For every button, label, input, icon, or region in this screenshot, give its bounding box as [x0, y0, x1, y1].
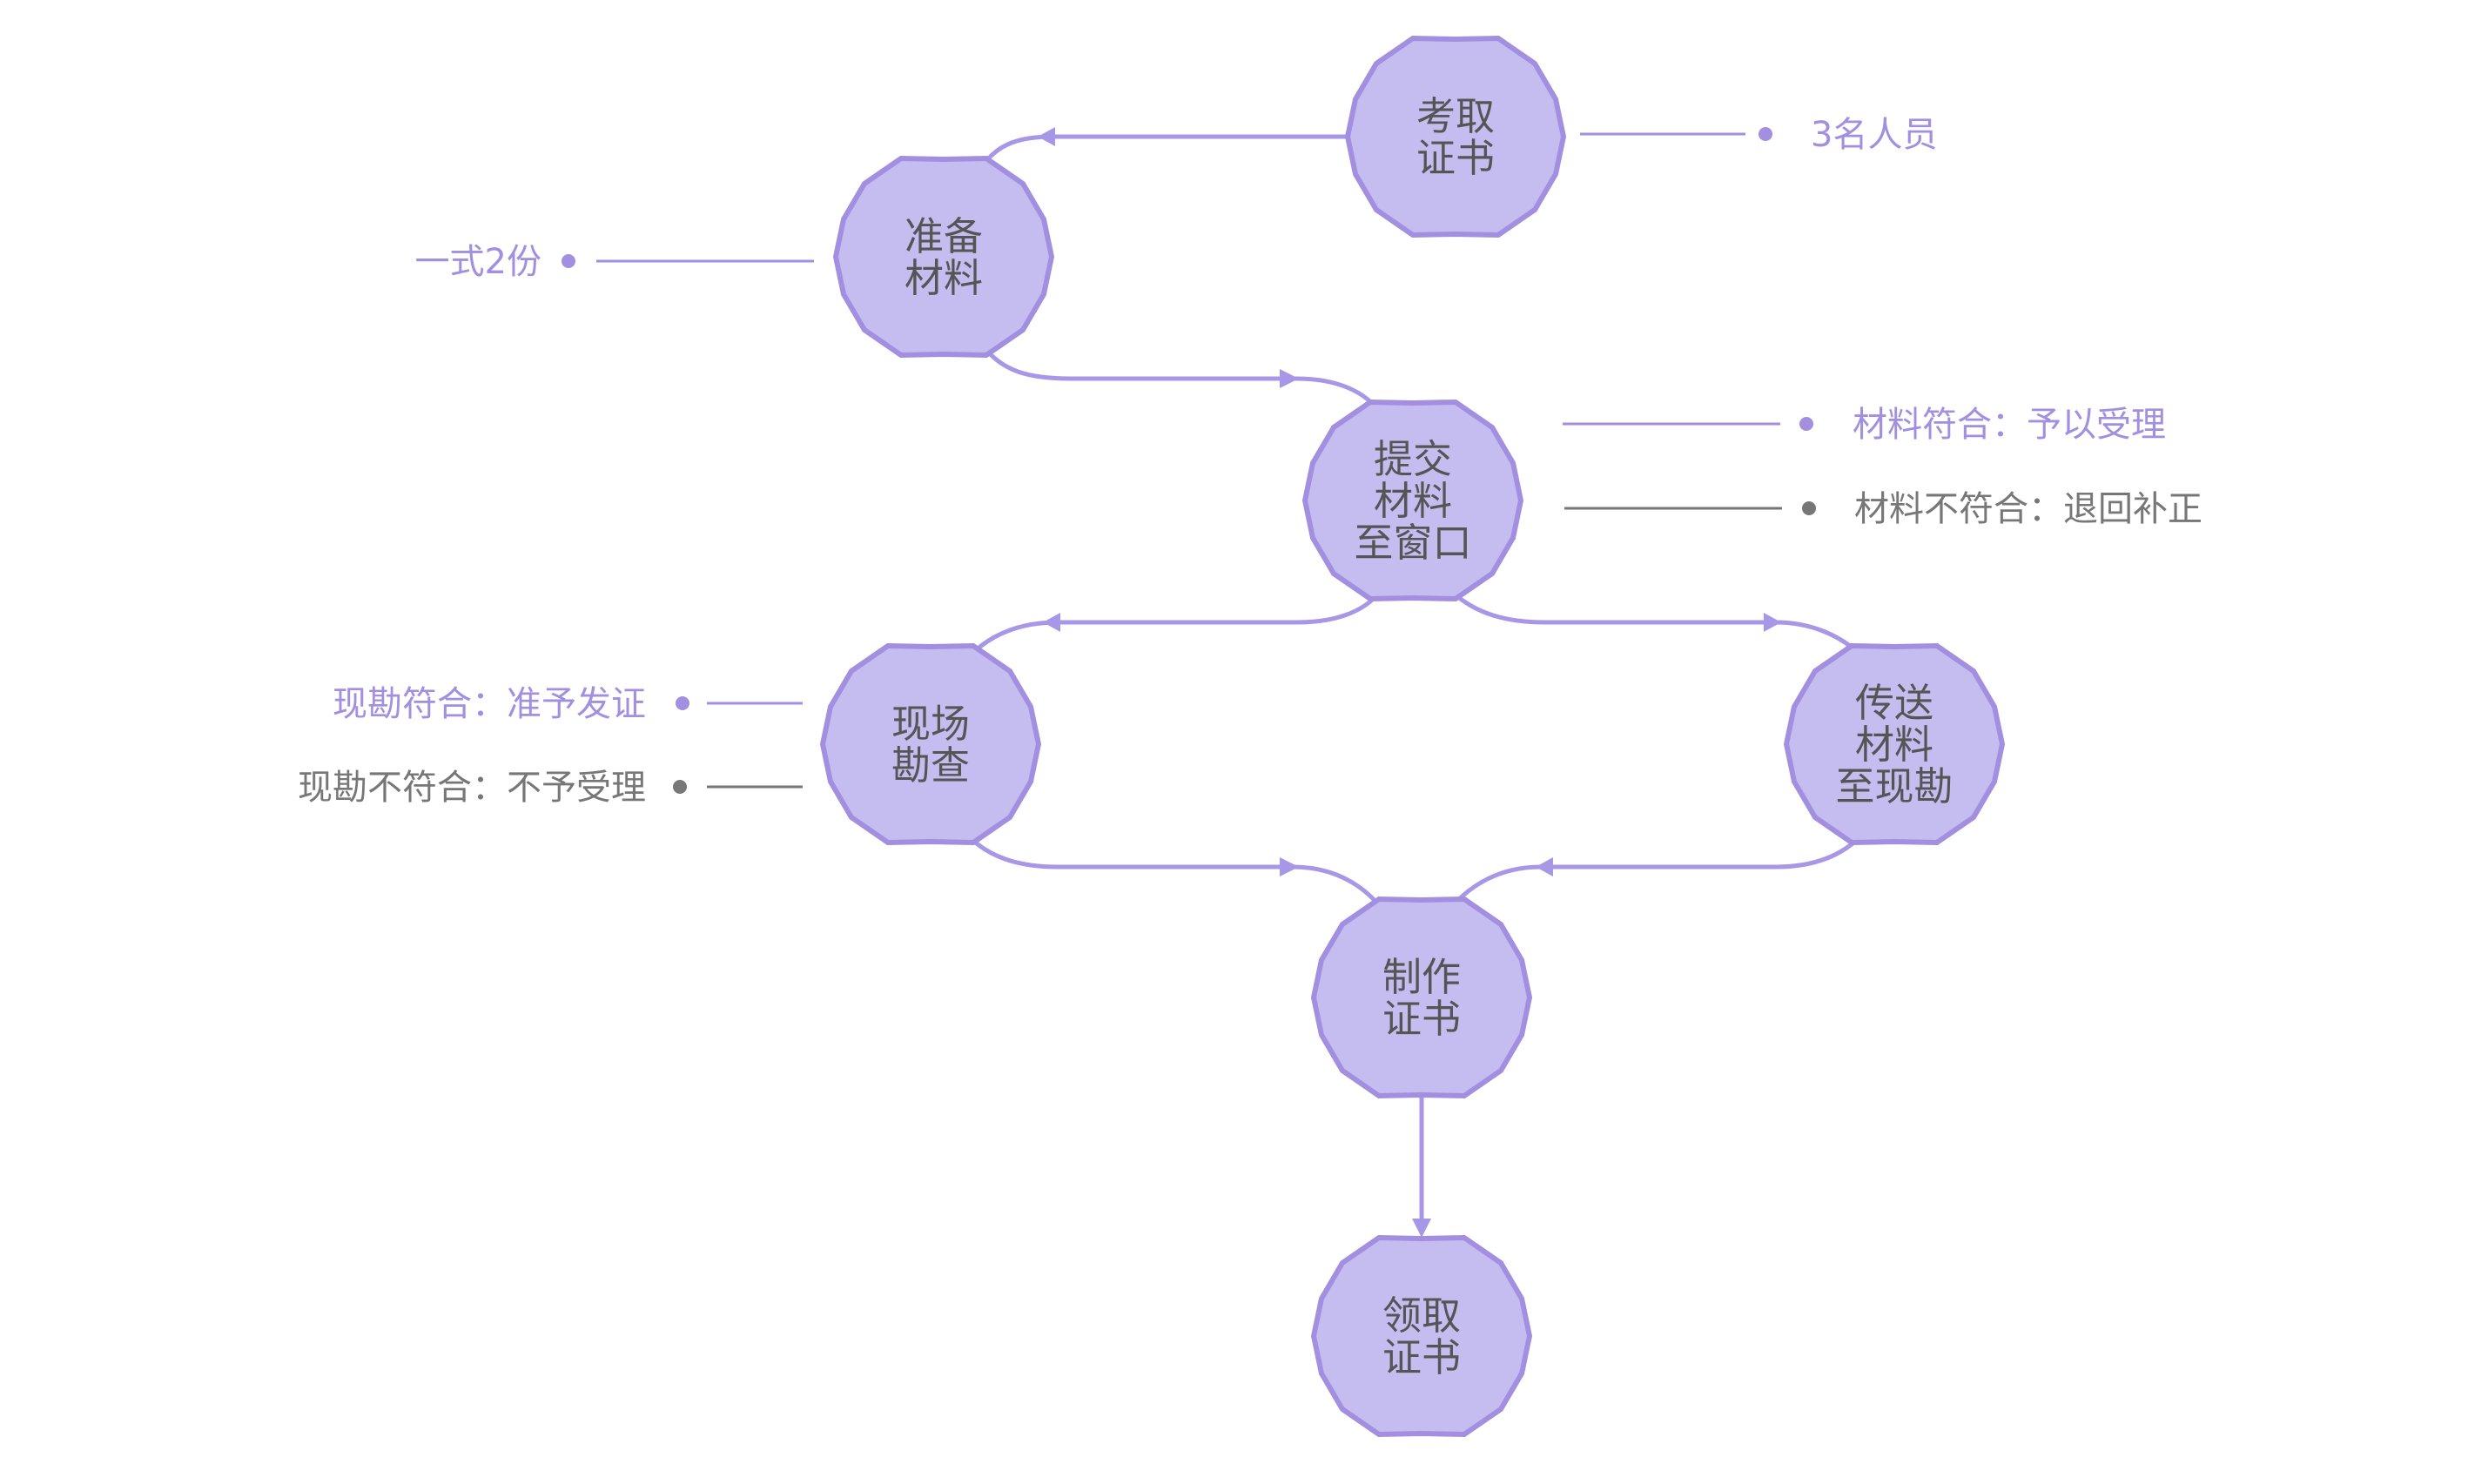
annotation-take-exam: 3名人员: [1811, 115, 1937, 155]
node-take-exam-line-1: 考取: [1416, 93, 1495, 139]
node-survey-line-2: 勘查: [891, 742, 970, 789]
arrow-transfer-in: [1764, 613, 1781, 632]
node-take-exam: 考取 证书: [1344, 35, 1567, 238]
node-transfer-shape: [1783, 642, 2006, 846]
edge-survey-to-produce: [965, 832, 1384, 911]
annotation-dot-prepare: [562, 254, 575, 268]
node-submit-line-2: 材料: [1374, 478, 1452, 524]
node-produce-line-2: 证书: [1382, 996, 1461, 1042]
arrow-collect-in: [1412, 1219, 1431, 1238]
node-produce: 制作 证书: [1310, 896, 1533, 1099]
node-prepare-shape: [832, 155, 1055, 359]
nodes: 考取 证书 准备 材料 提交 材料 至窗口 现场 勘查 传送 材料 至现勘: [819, 35, 2006, 1438]
arrow-produce-in-right: [1536, 857, 1553, 876]
node-survey: 现场 勘查: [819, 642, 1042, 846]
annotation-dot-take-exam: [1759, 127, 1772, 141]
node-collect: 领取 证书: [1310, 1234, 1533, 1438]
annotation-submit-bad: 材料不符合：退回补正: [1854, 489, 2202, 529]
node-transfer-line-2: 材料: [1855, 722, 1933, 768]
edge-take-exam-to-prepare: [978, 134, 1349, 171]
annotation-prepare: 一式2份: [415, 242, 541, 282]
edges: [965, 127, 1865, 1238]
node-survey-line-1: 现场: [891, 701, 970, 747]
node-prepare: 准备 材料: [832, 155, 1055, 359]
edge-prepare-to-submit: [979, 342, 1382, 415]
node-submit-shape: [1301, 399, 1524, 602]
node-survey-shape: [819, 642, 1042, 846]
annotation-dot-survey-bad: [673, 780, 687, 794]
node-prepare-line-1: 准备: [904, 213, 983, 259]
node-prepare-line-2: 材料: [904, 255, 983, 301]
node-take-exam-line-2: 证书: [1416, 135, 1495, 181]
node-produce-line-1: 制作: [1382, 954, 1461, 1000]
node-collect-line-2: 证书: [1382, 1334, 1461, 1380]
edge-submit-to-survey: [965, 590, 1382, 661]
arrow-survey-in: [1043, 613, 1060, 632]
annotation-dot-survey-ok: [676, 696, 689, 710]
node-submit-line-1: 提交: [1374, 436, 1452, 482]
edge-transfer-to-produce: [1448, 832, 1865, 911]
node-submit: 提交 材料 至窗口: [1301, 399, 1524, 602]
node-transfer-line-3: 至现勘: [1835, 763, 1953, 809]
annotation-dot-submit-bad: [1802, 501, 1816, 515]
annotation-survey-ok: 现勘符合：准予发证: [333, 684, 646, 724]
edge-submit-to-transfer: [1450, 590, 1865, 659]
annotation-survey-bad: 现勘不符合：不予受理: [298, 768, 646, 808]
node-collect-shape: [1310, 1234, 1533, 1438]
node-produce-shape: [1310, 896, 1533, 1099]
node-take-exam-shape: [1344, 35, 1567, 238]
arrow-submit-in: [1280, 369, 1299, 388]
annotations: 3名人员 一式2份 材料符合：予以受理 材料不符合：退回补正 现勘符合：准予发证…: [298, 115, 2202, 808]
node-transfer-line-1: 传送: [1855, 680, 1933, 726]
node-transfer: 传送 材料 至现勘: [1783, 642, 2006, 846]
annotation-dot-submit-ok: [1799, 417, 1813, 431]
arrow-produce-in-left: [1280, 857, 1299, 876]
annotation-submit-ok: 材料符合：予以受理: [1853, 405, 2166, 445]
arrow-prepare-in: [1038, 127, 1055, 146]
node-collect-line-1: 领取: [1382, 1293, 1461, 1339]
node-submit-line-3: 至窗口: [1354, 520, 1471, 566]
